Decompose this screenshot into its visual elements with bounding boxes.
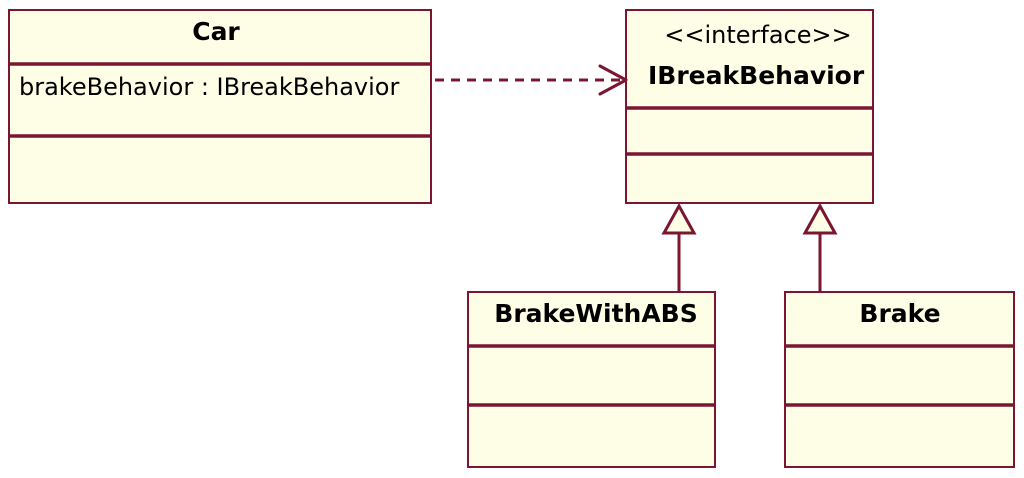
class-brakewithabs-name: BrakeWithABS [494, 299, 697, 328]
dependency-arrowhead [598, 64, 628, 96]
realization-triangle-brakewithabs [661, 202, 697, 235]
realization-triangle-brake [802, 202, 838, 235]
realization-brake-to-ibreakbehavior [802, 202, 838, 292]
realization-brakewithabs-to-ibreakbehavior [661, 202, 697, 292]
class-brake[interactable]: Brake [784, 291, 1015, 468]
dependency-car-to-ibreakbehavior [435, 64, 628, 96]
class-brakewithabs[interactable]: BrakeWithABS [467, 291, 716, 468]
class-car[interactable]: Car brakeBehavior : IBreakBehavior [8, 9, 432, 204]
class-ibreakbehavior-name: IBreakBehavior [648, 61, 865, 90]
class-brakewithabs-box [467, 291, 716, 468]
class-car-box [8, 9, 432, 204]
class-brake-name: Brake [859, 299, 940, 328]
class-car-name: Car [192, 17, 240, 46]
class-ibreakbehavior-stereotype: <<interface>> [664, 21, 851, 49]
class-ibreakbehavior[interactable]: <<interface>> IBreakBehavior [625, 9, 874, 204]
class-car-attribute: brakeBehavior : IBreakBehavior [19, 73, 399, 101]
class-brake-box [784, 291, 1015, 468]
